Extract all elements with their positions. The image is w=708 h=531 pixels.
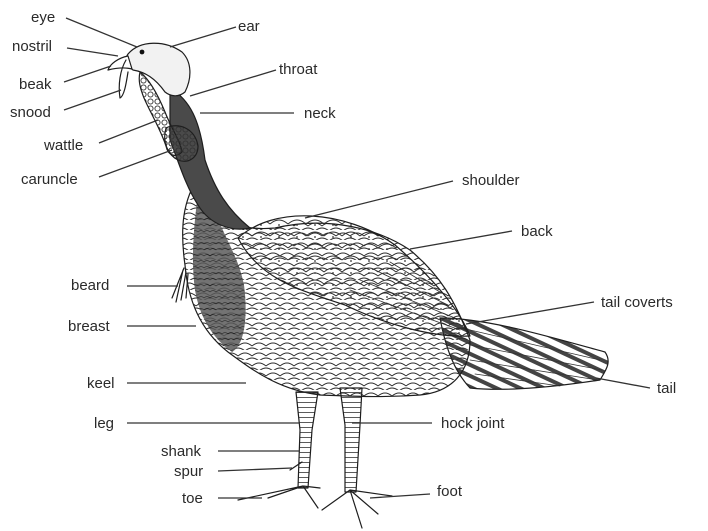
tail-leader <box>596 378 650 388</box>
label-neck: neck <box>304 105 336 122</box>
head-shape <box>126 43 190 96</box>
right-foot-shape <box>322 490 392 528</box>
beak-leader <box>64 66 111 82</box>
shoulder-leader <box>305 181 453 218</box>
label-nostril: nostril <box>12 38 52 55</box>
label-wattle: wattle <box>43 137 83 154</box>
label-throat: throat <box>279 61 318 78</box>
beak-shape <box>108 56 132 70</box>
caruncle-leader <box>99 150 172 177</box>
label-back: back <box>521 223 553 240</box>
ear-leader <box>170 27 236 47</box>
label-tail-coverts: tail coverts <box>601 294 673 311</box>
label-tail: tail <box>657 380 676 397</box>
label-snood: snood <box>10 104 51 121</box>
left-foot-shape <box>238 486 320 508</box>
label-shoulder: shoulder <box>462 172 520 189</box>
left-leg-shape <box>296 392 318 488</box>
eye-leader <box>66 18 137 47</box>
label-leg: leg <box>94 415 114 432</box>
label-caruncle: caruncle <box>21 171 78 188</box>
label-spur: spur <box>174 463 203 480</box>
beard-shape <box>172 268 188 302</box>
label-eye: eye <box>31 9 55 26</box>
label-beard: beard <box>71 277 109 294</box>
snood-leader <box>64 90 121 110</box>
label-keel: keel <box>87 375 115 392</box>
label-ear: ear <box>238 18 260 35</box>
throat-leader <box>190 70 276 96</box>
label-beak: beak <box>19 76 52 93</box>
back-leader <box>410 231 512 249</box>
eye-shape <box>140 50 145 55</box>
label-breast: breast <box>68 318 111 335</box>
nostril-leader <box>67 48 118 56</box>
right-leg-shape <box>340 388 362 492</box>
label-toe: toe <box>182 490 203 507</box>
label-hock-joint: hock joint <box>441 415 505 432</box>
wattle-leader <box>99 120 158 143</box>
label-shank: shank <box>161 443 202 460</box>
tail-coverts-leader <box>466 302 594 324</box>
spur-leader <box>218 468 292 471</box>
label-foot: foot <box>437 483 463 500</box>
